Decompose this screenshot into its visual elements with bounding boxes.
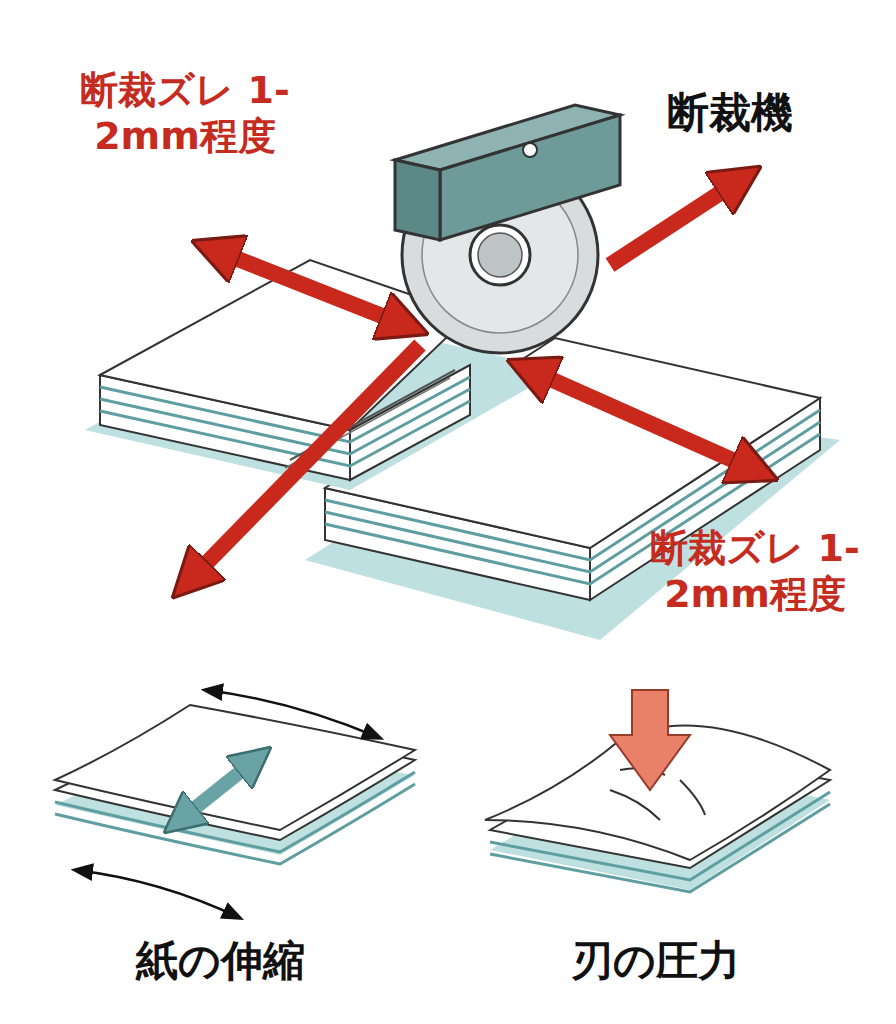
shift-label: 断裁ズレ 1-2mm程度 [610, 526, 896, 617]
caption-label: 刃の圧力 [525, 936, 785, 986]
shift-label: 断裁ズレ 1-2mm程度 [40, 68, 330, 159]
cutting-machine [395, 105, 620, 353]
machine-label: 断裁機 [620, 88, 840, 138]
caption-label: 紙の伸縮 [90, 936, 350, 986]
paper-expansion-icon [55, 690, 415, 918]
shift-arrows [190, 180, 755, 580]
blade-pressure-icon [485, 690, 830, 892]
